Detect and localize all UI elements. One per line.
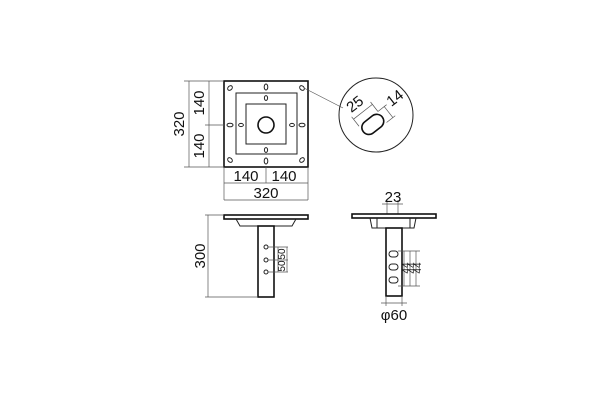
edge-slots xyxy=(226,83,306,165)
slot-inner-left xyxy=(238,122,244,128)
center-hole xyxy=(257,116,275,134)
side-slot-2 xyxy=(388,263,399,271)
front-post-holes xyxy=(263,244,269,275)
slot-top xyxy=(263,83,269,91)
front-hole-1 xyxy=(263,244,269,250)
dim-side-slot-pitch-2: 44 xyxy=(407,262,418,274)
plan-horizontal-dimensions xyxy=(223,167,309,201)
side-top-dimension xyxy=(382,200,403,214)
dim-side-slot-pitch-3: 44 xyxy=(413,262,424,274)
detail-circle xyxy=(338,77,414,153)
dim-front-hole-pitch-1: 50 xyxy=(277,248,288,260)
plan-vertical-dimensions xyxy=(184,80,224,168)
side-slot-dimensions xyxy=(398,250,420,287)
front-hole-2 xyxy=(263,257,269,263)
dim-side-slot-pitch-1: 44 xyxy=(401,262,412,274)
front-view: 300 50 50 xyxy=(192,214,309,298)
inner-plate-outline xyxy=(235,92,298,155)
slot-inner-top xyxy=(263,95,269,101)
side-post-slots xyxy=(388,250,399,284)
dim-plan-width-left: 140 xyxy=(233,168,258,185)
side-diameter-dimension xyxy=(381,296,407,306)
dim-plan-width-total: 320 xyxy=(253,185,278,202)
slot-bottom-right xyxy=(299,157,305,163)
side-post xyxy=(385,227,403,297)
front-height-dimension xyxy=(205,214,258,298)
side-top-plate xyxy=(351,213,437,219)
front-hole-3 xyxy=(263,269,269,275)
plan-view: 320 140 140 140 140 320 xyxy=(171,80,309,202)
dim-front-hole-pitch-2: 50 xyxy=(277,260,288,272)
slot-right xyxy=(298,122,306,128)
slot-bottom-left xyxy=(227,157,233,163)
side-slot-3 xyxy=(388,276,399,284)
center-square xyxy=(245,103,287,145)
detail-view: 25 14 xyxy=(303,77,414,153)
dim-plan-width-right: 140 xyxy=(271,168,296,185)
front-top-plate xyxy=(223,214,309,220)
detail-slot-group xyxy=(351,101,396,136)
dim-front-height: 300 xyxy=(192,243,209,268)
dim-plan-height-upper: 140 xyxy=(191,90,208,115)
detail-leader xyxy=(303,87,344,109)
dim-plan-height-lower: 140 xyxy=(191,133,208,158)
side-view: 23 44 44 44 φ60 xyxy=(351,189,437,324)
dim-plan-height-total: 320 xyxy=(171,111,188,136)
front-plate-bracket xyxy=(235,218,297,227)
slot-top-right xyxy=(299,85,305,91)
slot-bottom xyxy=(263,157,269,165)
slot-inner-right xyxy=(289,122,295,128)
slot-left xyxy=(226,122,234,128)
dim-detail-slot-width: 25 xyxy=(343,93,367,117)
dim-side-pipe-diameter: φ60 xyxy=(381,307,407,324)
dim-detail-slot-depth: 14 xyxy=(383,87,407,111)
detail-slot xyxy=(361,113,385,136)
front-post xyxy=(257,225,275,298)
front-hole-dimensions xyxy=(268,246,288,273)
slot-inner-bottom xyxy=(263,147,269,153)
side-slot-1 xyxy=(388,250,399,258)
slot-top-left xyxy=(227,85,233,91)
dim-side-top-width: 23 xyxy=(385,189,402,206)
corner-slots xyxy=(227,85,305,163)
